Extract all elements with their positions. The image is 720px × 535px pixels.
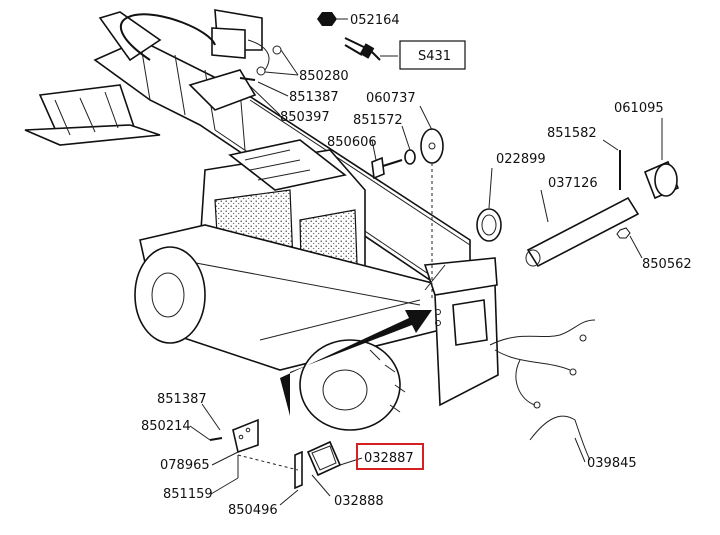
label-851387-bottom: 851387 <box>157 392 207 407</box>
highlight-box <box>356 443 424 470</box>
label-850496: 850496 <box>228 503 278 518</box>
rear-panel <box>423 257 499 407</box>
label-851387-top: 851387 <box>289 90 339 105</box>
large-washer-icon <box>420 128 444 164</box>
hex-nut-icon <box>317 12 337 26</box>
label-022899: 022899 <box>496 152 546 167</box>
bracket-icon <box>294 450 303 490</box>
direction-arrow <box>280 310 432 416</box>
ring-icon <box>476 208 502 242</box>
label-851582: 851582 <box>547 126 597 141</box>
label-052164: 052164 <box>350 13 400 28</box>
label-060737: 060737 <box>366 91 416 106</box>
harness-icon <box>489 319 596 346</box>
fork-carriage <box>24 11 162 146</box>
bracket-plate-icon <box>232 418 259 454</box>
label-061095: 061095 <box>614 101 664 116</box>
pin-icon <box>526 196 640 268</box>
nut-icon <box>616 227 631 239</box>
label-851572: 851572 <box>353 113 403 128</box>
label-078965: 078965 <box>160 458 210 473</box>
label-850280: 850280 <box>299 69 349 84</box>
telehandler-drawing <box>24 9 499 431</box>
leader-lines <box>189 18 663 506</box>
label-039845: 039845 <box>587 456 637 471</box>
part-icons <box>209 12 680 490</box>
label-851159: 851159 <box>163 487 213 502</box>
label-s431: S431 <box>418 49 451 64</box>
label-850214: 850214 <box>141 419 191 434</box>
sensor-code-box <box>399 40 466 70</box>
label-850397: 850397 <box>280 110 330 125</box>
bolt-icon <box>371 156 385 180</box>
label-037126: 037126 <box>548 176 598 191</box>
label-850562: 850562 <box>642 257 692 272</box>
reflector-icon <box>306 440 342 477</box>
small-washer-icon <box>404 149 416 165</box>
cable-icon <box>529 415 591 461</box>
label-032888: 032888 <box>334 494 384 509</box>
part-labels: 052164 S431 850280 851387 850397 060737 … <box>141 13 692 518</box>
wheels <box>134 246 406 431</box>
washer-icon <box>272 45 282 55</box>
boom-head-bracket <box>119 9 270 71</box>
label-850606: 850606 <box>327 135 377 150</box>
label-032887: 032887 <box>364 451 414 466</box>
